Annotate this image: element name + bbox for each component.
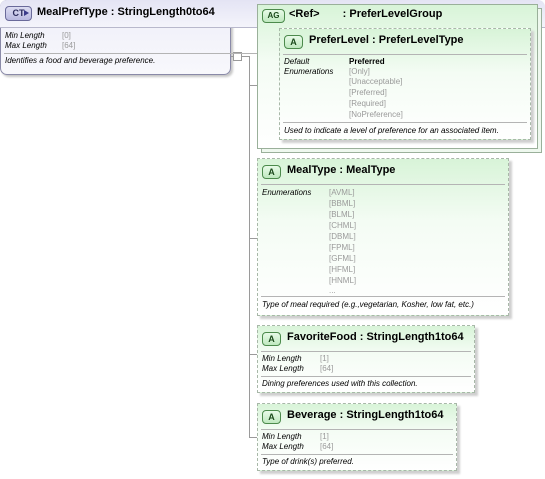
complex-type-title: MealPrefType : StringLength0to64	[37, 6, 215, 18]
attribute-name: Beverage	[287, 409, 337, 421]
attribute-badge: A	[284, 35, 303, 49]
facet-value: [64]	[320, 442, 334, 451]
enumeration-value: [FPML]	[329, 243, 355, 252]
enumerations-label: Enumerations	[262, 188, 312, 197]
divider	[261, 184, 505, 185]
attribute-type: MealType	[346, 164, 396, 176]
facet-label: Max Length	[5, 41, 47, 50]
attribute-name: PreferLevel	[309, 34, 369, 46]
enumeration-value: [BLML]	[329, 210, 355, 219]
connector-trunk	[249, 56, 250, 438]
divider	[283, 122, 527, 123]
enumeration-value: [NoPreference]	[349, 110, 403, 119]
facet-label: Max Length	[262, 364, 304, 373]
enumeration-value: [Unacceptable]	[349, 77, 403, 86]
title-separator: :	[110, 6, 115, 18]
enumeration-value: [HNML]	[329, 276, 357, 285]
enumeration-value: [AVML]	[329, 188, 355, 197]
facet-value: [1]	[320, 354, 329, 363]
divider	[283, 54, 527, 55]
title-separator: :	[359, 331, 364, 343]
attribute-type: StringLength1to64	[366, 331, 464, 343]
divider	[261, 454, 453, 455]
connector-line	[242, 56, 250, 57]
attribute-type: PreferLevelType	[378, 34, 464, 46]
attribute-description: Type of drink(s) preferred.	[262, 457, 354, 466]
divider	[261, 376, 471, 377]
facet-label: Min Length	[5, 31, 45, 40]
complex-type-badge: CT	[5, 6, 32, 21]
default-value: Preferred	[349, 57, 385, 66]
title-separator: :	[339, 409, 344, 421]
facet-label: Min Length	[262, 432, 302, 441]
connector-branch	[249, 437, 257, 438]
attribute-name: FavoriteFood	[287, 331, 357, 343]
title-separator: :	[342, 8, 347, 20]
enumeration-value: [GFML]	[329, 254, 356, 263]
connector-branch	[249, 238, 257, 239]
attribute-title: MealType : MealType	[287, 164, 395, 176]
divider	[261, 429, 453, 430]
complex-type-box: CT MealPrefType : StringLength0to64 Min …	[0, 0, 545, 75]
complex-type-arrow-icon	[24, 10, 29, 16]
connector-branch	[249, 354, 257, 355]
attribute-group-badge: AG	[262, 9, 285, 23]
enumeration-value: [HFML]	[329, 265, 356, 274]
facet-value: [64]	[62, 41, 76, 50]
attribute-type: StringLength1to64	[346, 409, 444, 421]
enumeration-value: [Preferred]	[349, 88, 387, 97]
attribute-box-favoritefood: A FavoriteFood : StringLength1to64 Min L…	[257, 325, 475, 393]
title-separator: :	[339, 164, 344, 176]
attribute-title: FavoriteFood : StringLength1to64	[287, 331, 464, 343]
facet-label: Min Length	[262, 354, 302, 363]
attribute-badge: A	[262, 165, 281, 179]
divider	[261, 351, 471, 352]
attribute-group-title: <Ref> : PreferLevelGroup	[289, 8, 442, 20]
attribute-badge: A	[262, 410, 281, 424]
attribute-box-mealtype: A MealType : MealType Enumerations [AVML…	[257, 158, 509, 316]
attribute-name: MealType	[287, 164, 337, 176]
attribute-title: PreferLevel : PreferLevelType	[309, 34, 464, 46]
facet-label: Max Length	[262, 442, 304, 451]
enumeration-value: [DBML]	[329, 232, 356, 241]
enumeration-value: ...	[329, 286, 336, 295]
complex-type-base: StringLength0to64	[117, 6, 215, 18]
complex-type-name: MealPrefType	[37, 6, 108, 18]
attribute-badge: A	[262, 332, 281, 346]
attribute-group-name: PreferLevelGroup	[349, 8, 443, 20]
enumerations-label: Enumerations	[284, 67, 334, 76]
attribute-group-ref: <Ref>	[289, 8, 320, 20]
connector-branch	[249, 85, 257, 86]
attribute-description: Used to indicate a level of preference f…	[284, 126, 499, 135]
enumeration-value: [Only]	[349, 67, 370, 76]
sequence-connector-icon	[233, 52, 242, 61]
facet-value: [64]	[320, 364, 334, 373]
attribute-box-beverage: A Beverage : StringLength1to64 Min Lengt…	[257, 403, 457, 471]
divider	[261, 296, 505, 297]
facet-value: [1]	[320, 432, 329, 441]
complex-type-description: Identifies a food and beverage preferenc…	[5, 56, 156, 65]
attribute-description: Type of meal required (e.g.,vegetarian, …	[262, 300, 474, 309]
title-separator: :	[372, 34, 376, 46]
attribute-description: Dining preferences used with this collec…	[262, 379, 418, 388]
default-label: Default	[284, 57, 310, 66]
enumeration-value: [CHML]	[329, 221, 357, 230]
attribute-title: Beverage : StringLength1to64	[287, 409, 444, 421]
enumeration-value: [Required]	[349, 99, 386, 108]
enumeration-value: [BBML]	[329, 199, 356, 208]
attribute-box-preferlevel: A PreferLevel : PreferLevelType Default …	[279, 28, 531, 140]
facet-value: [0]	[62, 31, 71, 40]
attribute-group-box: AG <Ref> : PreferLevelGroup A PreferLeve…	[257, 4, 538, 149]
